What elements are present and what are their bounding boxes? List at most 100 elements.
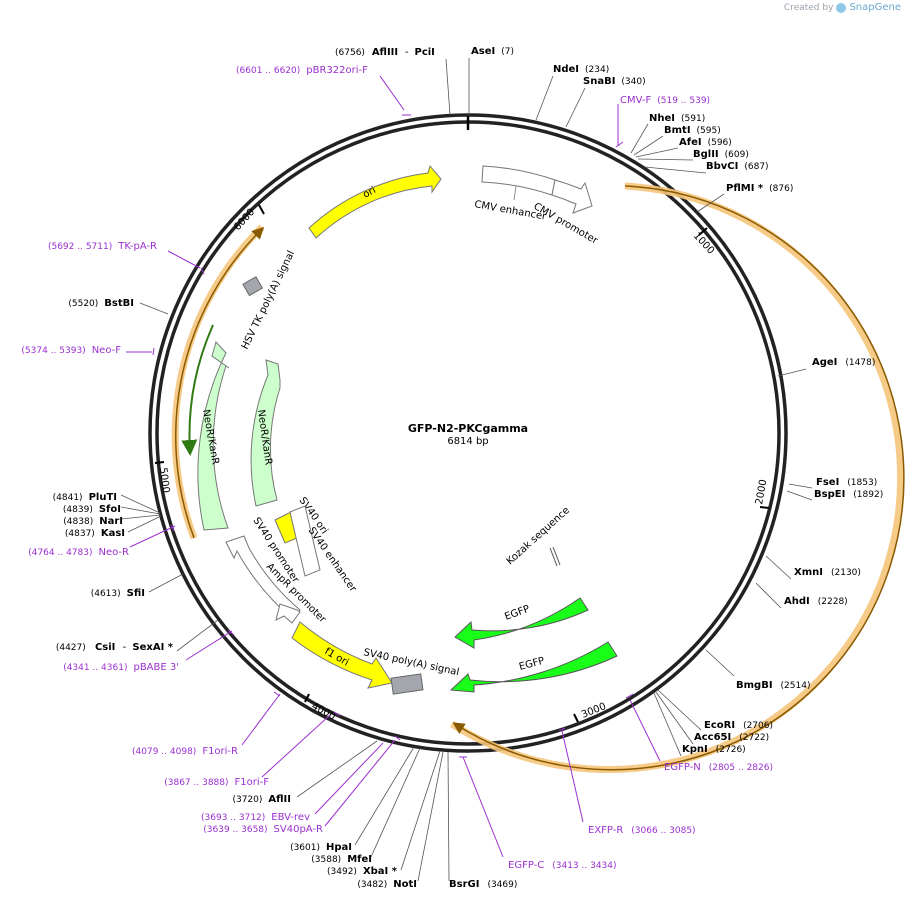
feature-label: CMV promoter — [532, 201, 601, 247]
enzyme-SfiI[interactable]: (4613)SfiI — [91, 588, 145, 599]
enzyme-BsrGI[interactable]: BsrGI(3469) — [449, 879, 517, 890]
enzyme-AhdI[interactable]: AhdI(2228) — [784, 596, 848, 607]
svg-text:(3492)XbaI *: (3492)XbaI * — [327, 866, 398, 877]
svg-text:(3639 .. 3658)SV40pA-R: (3639 .. 3658)SV40pA-R — [203, 824, 323, 835]
svg-text:EcoRI(2706): EcoRI(2706) — [704, 720, 773, 731]
enzyme-AseI[interactable]: AseI(7) — [471, 46, 514, 57]
primer-SV40pA-R[interactable]: (3639 .. 3658)SV40pA-R — [203, 824, 323, 835]
feature-label: EGFP — [518, 656, 546, 673]
feature-sv40-enhancer[interactable]: SV40 enhancer — [289, 505, 359, 595]
svg-text:1000: 1000 — [691, 231, 716, 257]
svg-text:CMV-F(519 .. 539): CMV-F(519 .. 539) — [620, 95, 710, 106]
svg-text:AfeI(596): AfeI(596) — [679, 137, 732, 148]
feature-neor-kanr-outer[interactable]: NeoR/KanR — [197, 340, 230, 531]
svg-text:(6756) AflIII -: (6756) AflIII - PciI — [335, 47, 435, 58]
svg-text:AgeI(1478): AgeI(1478) — [812, 357, 875, 368]
feature-label: HSV TK poly(A) signal — [240, 249, 297, 351]
primer-F1ori-R[interactable]: (4079 .. 4098)F1ori-R — [132, 746, 238, 757]
enzyme-NotI[interactable]: (3482)NotI — [357, 879, 417, 890]
primer-EBV-rev[interactable]: (3693 .. 3712)EBV-rev — [201, 812, 310, 823]
feature-ori[interactable]: ori — [308, 164, 442, 239]
enzyme-BglII[interactable]: BglII(609) — [693, 149, 749, 160]
primer-EGFP-C[interactable]: EGFP-C(3413 .. 3434) — [508, 860, 617, 871]
enzyme-BmgBI[interactable]: BmgBI(2514) — [736, 680, 810, 691]
primer-leader-lines — [126, 75, 661, 858]
svg-text:(3720)AflII: (3720)AflII — [232, 794, 291, 805]
enzyme-FseI[interactable]: FseI(1853) — [816, 477, 877, 488]
feature-neor-kanr-inner[interactable]: NeoR/KanR — [250, 359, 281, 507]
enzyme-NdeI[interactable]: NdeI(234) — [553, 64, 609, 75]
svg-text:(4079 .. 4098)F1ori-R: (4079 .. 4098)F1ori-R — [132, 746, 238, 757]
enzyme-Acc65I[interactable]: Acc65I(2722) — [694, 732, 769, 743]
svg-text:(5520)BstBI: (5520)BstBI — [68, 298, 134, 309]
enzyme-BspEI[interactable]: BspEI(1892) — [814, 489, 883, 500]
ruler-tick-4000: 4000 — [304, 693, 338, 723]
primer-pBABE-3[interactable]: (4341 .. 4361)pBABE 3' — [63, 662, 179, 673]
primer-Neo-R[interactable]: (4764 .. 4783)Neo-R — [28, 547, 129, 558]
feature-label: ori — [361, 185, 378, 201]
snapgene-logo-icon — [836, 2, 847, 13]
enzyme-CsiI-SexAI[interactable]: (4427) CsiI - SexAI * — [56, 642, 174, 653]
primer-pBR322ori-F[interactable]: (6601 .. 6620)pBR322ori-F — [236, 65, 368, 76]
enzyme-BstBI[interactable]: (5520)BstBI — [68, 298, 134, 309]
plasmid-length: 6814 bp — [447, 436, 488, 447]
svg-text:4000: 4000 — [310, 701, 338, 723]
primer-Neo-F[interactable]: (5374 .. 5393)Neo-F — [21, 345, 121, 356]
enzyme-KasI[interactable]: (4837)KasI — [65, 528, 125, 539]
svg-text:AhdI(2228): AhdI(2228) — [784, 596, 848, 607]
orf-arc-right-line — [452, 185, 905, 771]
enzyme-MfeI[interactable]: (3588)MfeI — [311, 854, 372, 865]
enzyme-AflII[interactable]: (3720)AflII — [232, 794, 291, 805]
feature-kozak[interactable]: Kozak sequence — [505, 505, 572, 567]
svg-text:(3867 .. 3888)F1ori-F: (3867 .. 3888)F1ori-F — [164, 777, 269, 788]
feature-hsv-tk-polya[interactable]: HSV TK poly(A) signal — [240, 249, 297, 351]
svg-text:(3693 .. 3712)EBV-rev: (3693 .. 3712)EBV-rev — [201, 812, 310, 823]
enzyme-PflMI[interactable]: PflMI *(876) — [726, 183, 793, 194]
svg-text:(4837)KasI: (4837)KasI — [65, 528, 125, 539]
svg-text:(4841)PluTI: (4841)PluTI — [53, 492, 117, 503]
svg-text:(5374 .. 5393)Neo-F: (5374 .. 5393)Neo-F — [21, 345, 121, 356]
enzyme-AgeI[interactable]: AgeI(1478) — [812, 357, 875, 368]
plasmid-name: GFP-N2-PKCgamma — [408, 422, 528, 435]
svg-text:Acc65I(2722): Acc65I(2722) — [694, 732, 769, 743]
svg-text:(3588)MfeI: (3588)MfeI — [311, 854, 372, 865]
enzyme-KpnI[interactable]: KpnI(2726) — [682, 744, 746, 755]
enzyme-leader-lines — [120, 58, 813, 882]
enzyme-SfoI[interactable]: (4839)SfoI — [63, 504, 121, 515]
ruler-tick-5000: 5000 — [154, 461, 171, 494]
feature-label: Kozak sequence — [505, 505, 572, 567]
svg-text:(4764 .. 4783)Neo-R: (4764 .. 4783)Neo-R — [28, 547, 129, 558]
enzyme-SnaBI[interactable]: SnaBI(340) — [583, 76, 646, 87]
svg-text:2000: 2000 — [754, 479, 769, 506]
svg-text:BbvCI(687): BbvCI(687) — [706, 161, 769, 172]
svg-text:NheI(591): NheI(591) — [649, 113, 705, 124]
primer-CMV-F[interactable]: CMV-F(519 .. 539) — [620, 95, 710, 106]
enzyme-NheI[interactable]: NheI(591) — [649, 113, 705, 124]
svg-text:BglII(609): BglII(609) — [693, 149, 749, 160]
svg-text:FseI(1853): FseI(1853) — [816, 477, 877, 488]
svg-text:SnaBI(340): SnaBI(340) — [583, 76, 646, 87]
primer-EXFP-R[interactable]: EXFP-R(3066 .. 3085) — [588, 825, 696, 836]
feature-egfp-inner[interactable]: EGFP — [454, 597, 589, 649]
enzyme-PluTI[interactable]: (4841)PluTI — [53, 492, 117, 503]
enzyme-XmnI[interactable]: XmnI(2130) — [794, 567, 861, 578]
ruler-tick-2000: 2000 — [754, 479, 769, 509]
enzyme-BmtI[interactable]: BmtI(595) — [664, 125, 721, 136]
svg-text:BspEI(1892): BspEI(1892) — [814, 489, 883, 500]
enzyme-AflIII-PciI[interactable]: (6756) AflIII - PciI — [335, 47, 435, 58]
enzyme-EcoRI[interactable]: EcoRI(2706) — [704, 720, 773, 731]
primer-EGFP-N[interactable]: EGFP-N(2805 .. 2826) — [664, 762, 773, 773]
enzyme-XbaI[interactable]: (3492)XbaI * — [327, 866, 398, 877]
enzyme-AfeI[interactable]: AfeI(596) — [679, 137, 732, 148]
feature-egfp-outer[interactable]: EGFP — [449, 641, 618, 693]
enzyme-BbvCI[interactable]: BbvCI(687) — [706, 161, 769, 172]
enzyme-NarI[interactable]: (4838)NarI — [63, 516, 123, 527]
enzyme-HpaI[interactable]: (3601)HpaI — [290, 842, 352, 853]
svg-text:(4839)SfoI: (4839)SfoI — [63, 504, 121, 515]
svg-text:(4838)NarI: (4838)NarI — [63, 516, 123, 527]
svg-text:(4427) CsiI -: (4427) CsiI - SexAI * — [56, 642, 174, 653]
primer-TK-pA-R[interactable]: (5692 .. 5711)TK-pA-R — [48, 241, 157, 252]
svg-text:(3601)HpaI: (3601)HpaI — [290, 842, 352, 853]
primer-F1ori-F[interactable]: (3867 .. 3888)F1ori-F — [164, 777, 269, 788]
